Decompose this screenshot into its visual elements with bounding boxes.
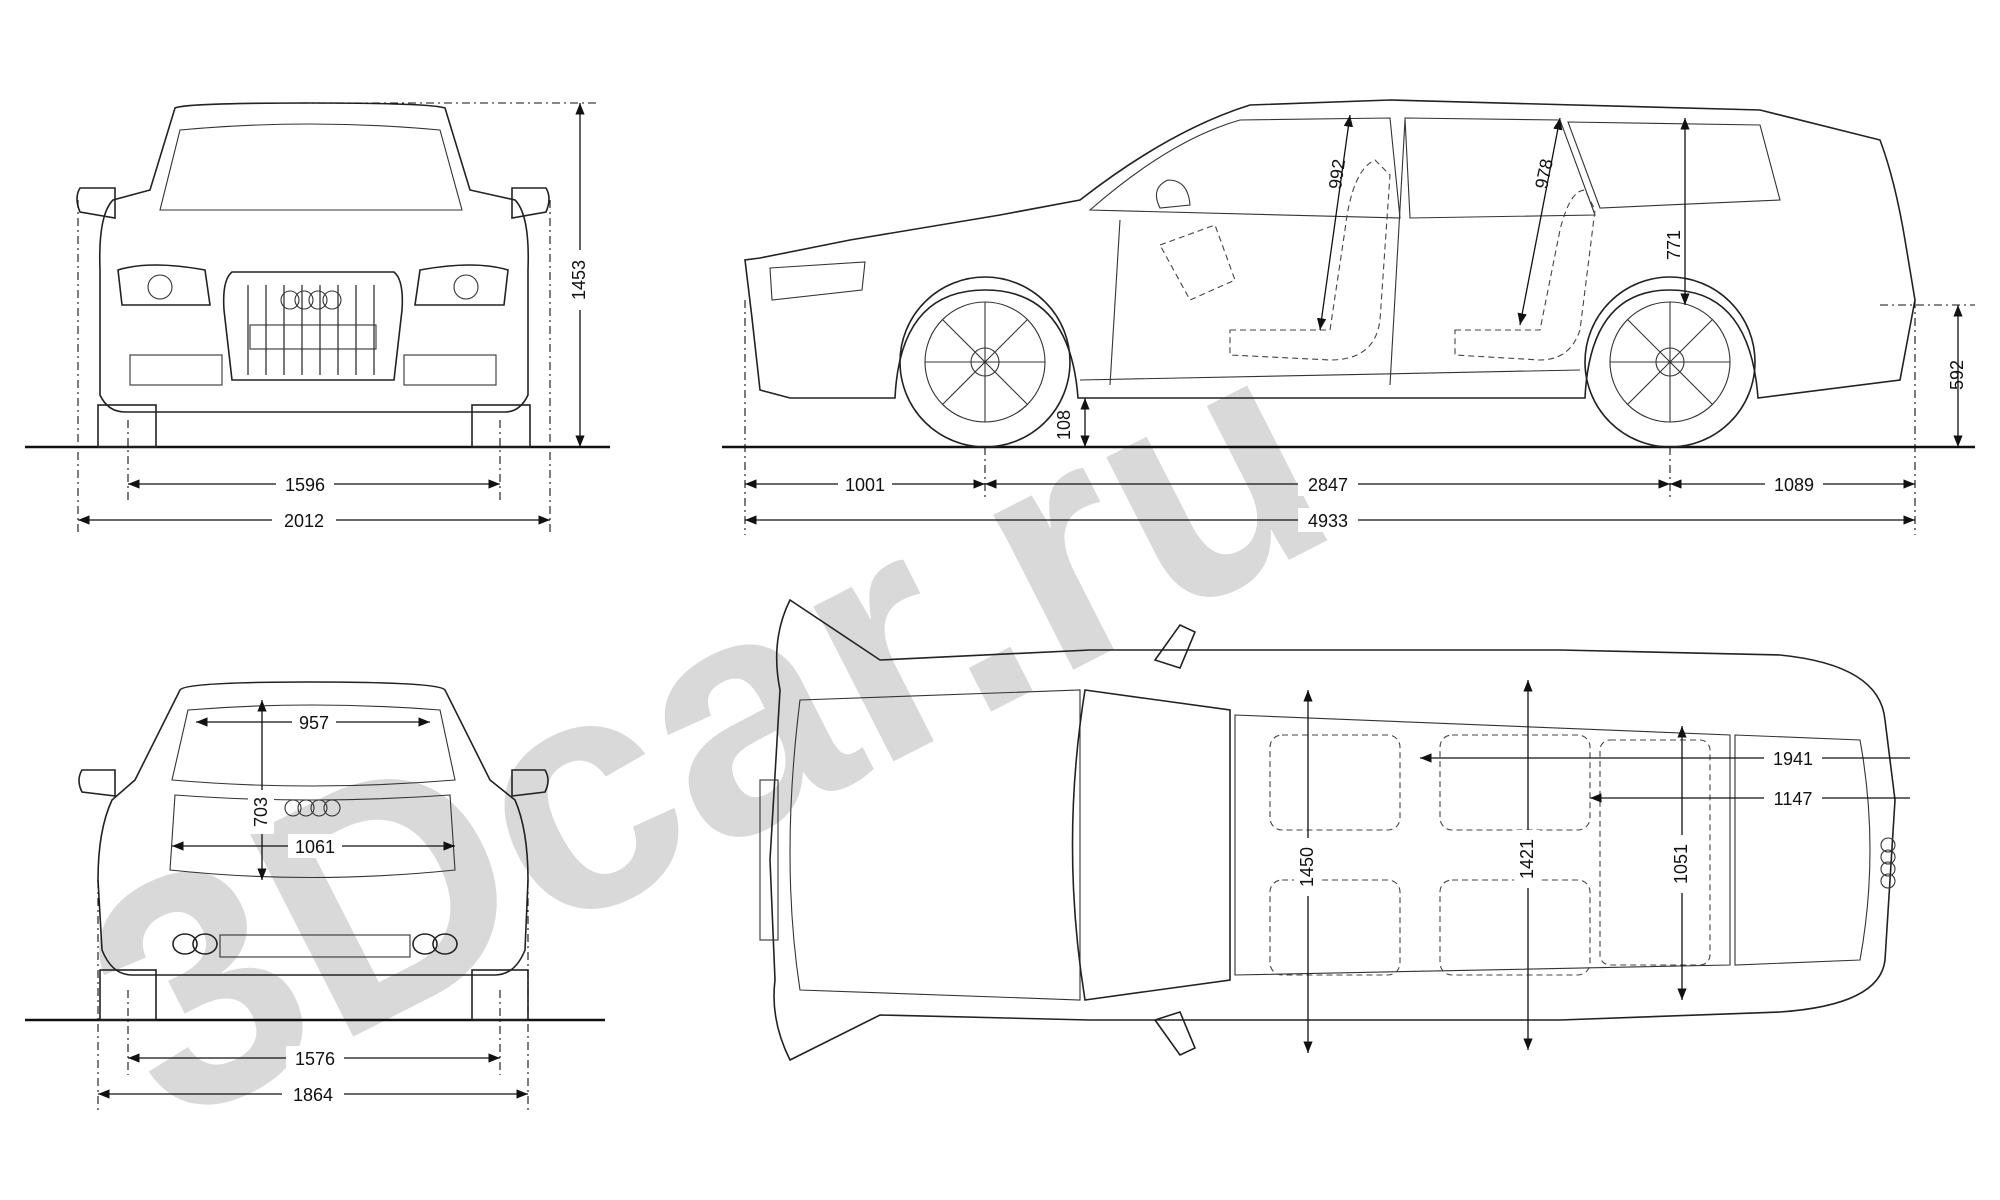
side-body-outline — [744, 99, 1916, 399]
side-headlight — [769, 261, 866, 301]
side-rear-window — [1404, 117, 1596, 219]
side-front-headroom-dim-line — [1316, 114, 1354, 331]
front-grille — [222, 271, 404, 381]
front-intake-right — [403, 354, 497, 386]
front-body-outline — [98, 102, 530, 413]
side-wheelbase-label: 2847 — [1308, 475, 1348, 495]
front-width-label: 2012 — [284, 511, 324, 531]
four-rings-logo-top — [1880, 837, 1896, 889]
side-front-window — [1088, 117, 1401, 219]
front-height-label: 1453 — [569, 260, 589, 300]
top-roof — [1234, 714, 1731, 976]
front-headlight-left — [117, 264, 211, 306]
side-front-overhang-label: 1001 — [845, 475, 885, 495]
side-ground-clearance-label: 108 — [1054, 410, 1074, 440]
rear-exhaust-tips — [172, 933, 458, 955]
rear-mirror-left — [78, 769, 116, 797]
front-tire-left — [97, 404, 157, 448]
watermark: 3Dcar.ru — [34, 264, 1378, 1192]
top-hood — [789, 689, 1081, 1001]
top-trunk-length-label: 1147 — [1774, 789, 1813, 809]
side-quarter-window — [1567, 121, 1781, 209]
front-windshield — [159, 123, 463, 211]
front-license-plate — [249, 324, 377, 350]
top-rear-shoulder-label: 1421 — [1517, 839, 1537, 879]
top-mirror-right — [1153, 1011, 1197, 1057]
front-mirror-left — [76, 187, 116, 219]
side-length-label: 4933 — [1308, 511, 1348, 531]
rear-width-label: 1864 — [293, 1085, 333, 1105]
top-body-outline — [769, 598, 1896, 1062]
front-headlight-right — [414, 264, 509, 306]
side-rear-door-line — [1389, 119, 1406, 386]
top-trunk-length-max-label: 1941 — [1773, 749, 1813, 769]
rear-trunk-top-label: 957 — [299, 713, 329, 733]
top-rear-window — [1734, 734, 1871, 966]
rear-trunk-bottom-label: 1061 — [295, 837, 335, 857]
front-grille-bars — [247, 285, 375, 375]
rear-track-label: 1576 — [295, 1049, 335, 1069]
top-front-shoulder-label: 1450 — [1297, 847, 1317, 887]
front-view: 1596 2012 1453 — [25, 102, 610, 535]
side-rear-headroom-dim-line — [1517, 117, 1563, 326]
front-track-label: 1596 — [285, 475, 325, 495]
rear-window — [171, 704, 456, 787]
side-wheel-spokes — [925, 302, 1730, 422]
side-rear-overhang-label: 1089 — [1774, 475, 1814, 495]
side-rear-seat-outline — [1454, 189, 1596, 361]
top-trunk-width-label: 1051 — [1671, 844, 1691, 884]
top-view: 1941 1147 1450 1421 1051 — [759, 598, 1910, 1062]
watermark-text: 3Dcar.ru — [34, 264, 1378, 1192]
rear-mirror-right — [511, 769, 549, 797]
side-rear-height-label: 592 — [1947, 360, 1967, 390]
side-front-seat-outline — [1229, 159, 1391, 361]
side-front-headroom-label: 992 — [1325, 158, 1349, 191]
rear-body-outline — [97, 681, 529, 976]
rear-view: 957 703 1061 1576 1864 — [25, 681, 605, 1110]
side-trunk-height-label: 771 — [1664, 230, 1684, 260]
front-tire-right — [471, 404, 531, 448]
four-rings-logo-rear — [284, 799, 341, 817]
side-front-door-line — [1109, 219, 1121, 386]
front-mirror-right — [511, 187, 550, 219]
front-headlight-lens-left — [147, 274, 173, 300]
side-view: 992 978 771 592 108 1001 2847 1089 4933 — [722, 99, 1975, 535]
front-intake-left — [129, 354, 223, 386]
front-headlight-lens-right — [453, 274, 479, 300]
side-mirror — [1155, 179, 1191, 209]
side-rear-headroom-label: 978 — [1531, 157, 1557, 191]
rear-license-plate — [219, 934, 411, 958]
top-mirror-left — [1153, 623, 1197, 669]
top-seat-outlines — [1269, 734, 1711, 976]
top-front-grille — [759, 779, 779, 941]
four-rings-logo-front — [280, 290, 342, 310]
top-windshield — [1071, 689, 1231, 1001]
side-sill-line — [1079, 369, 1581, 381]
rear-trunk-height-label: 703 — [251, 797, 271, 827]
